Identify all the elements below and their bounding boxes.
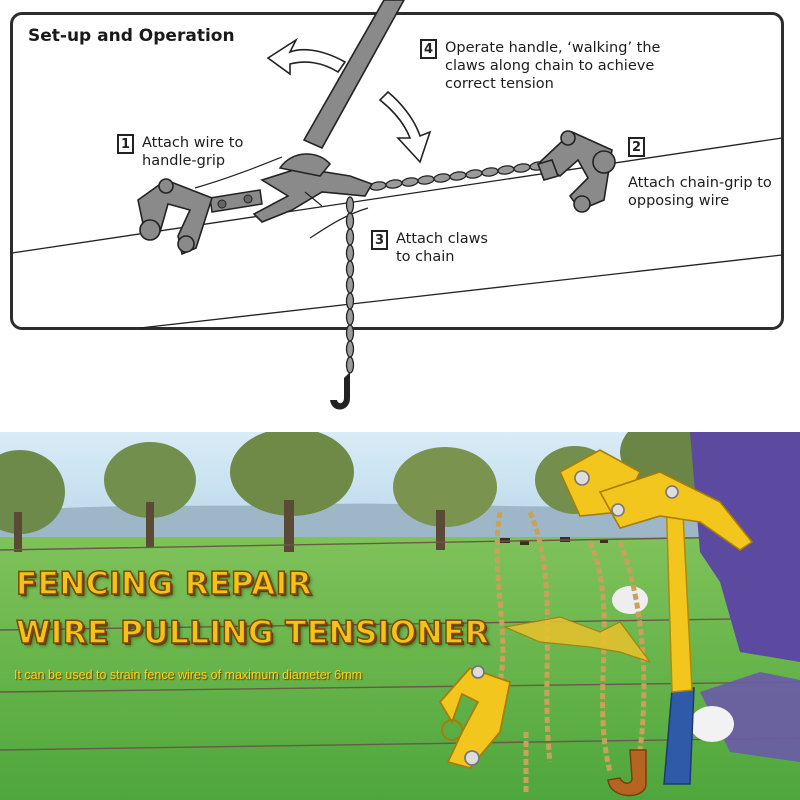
step-text: Attach wire to handle-grip — [142, 135, 244, 169]
step-1: 1 Attach wire to handle-grip — [117, 134, 243, 170]
background-tensioner — [502, 616, 652, 664]
step-2: 2 — [628, 137, 653, 157]
lower-fence-wire — [139, 254, 783, 329]
chain-hook — [607, 749, 647, 797]
chain-grip-right — [536, 130, 616, 213]
handle-grip-left — [137, 178, 213, 256]
chain-hook-icon — [330, 372, 350, 410]
tensioner-claws — [252, 167, 374, 223]
diagram-illustration — [11, 0, 783, 410]
vertical-chain — [345, 196, 355, 374]
tensioner-head — [558, 449, 754, 551]
arrow-down-right-icon — [378, 90, 432, 164]
product-photo — [0, 432, 800, 800]
setup-diagram: Set-up and Operation 1 Attach wire to ha… — [10, 0, 784, 410]
headline-line-2: WIRE PULLING TENSIONER — [15, 614, 490, 652]
work-glove — [690, 706, 734, 742]
step-4: 4 Operate handle, ‘walking’ the claws al… — [420, 39, 660, 93]
diagram-title: Set-up and Operation — [28, 26, 235, 46]
work-glove-2 — [612, 586, 648, 614]
step-number: 4 — [420, 39, 437, 59]
step-number: 1 — [117, 134, 134, 154]
step-number: 2 — [628, 137, 645, 157]
lower-chain-grip — [438, 665, 512, 770]
step-text: Operate handle, ‘walking’ the claws alon… — [445, 40, 661, 92]
product-photo-banner: FENCING REPAIR WIRE PULLING TENSIONER It… — [0, 432, 800, 800]
headline-line-1: FENCING REPAIR — [15, 565, 313, 603]
arrow-up-left-icon — [266, 37, 347, 76]
step-number: 3 — [371, 230, 388, 250]
step-3: 3 Attach claws to chain — [371, 230, 488, 266]
step-2-text: Attach chain-grip to opposing wire — [628, 175, 772, 209]
step-text: Attach claws to chain — [396, 231, 488, 265]
tensioner-handle — [302, 0, 405, 150]
banner-subtext: It can be used to strain fence wires of … — [14, 668, 363, 682]
